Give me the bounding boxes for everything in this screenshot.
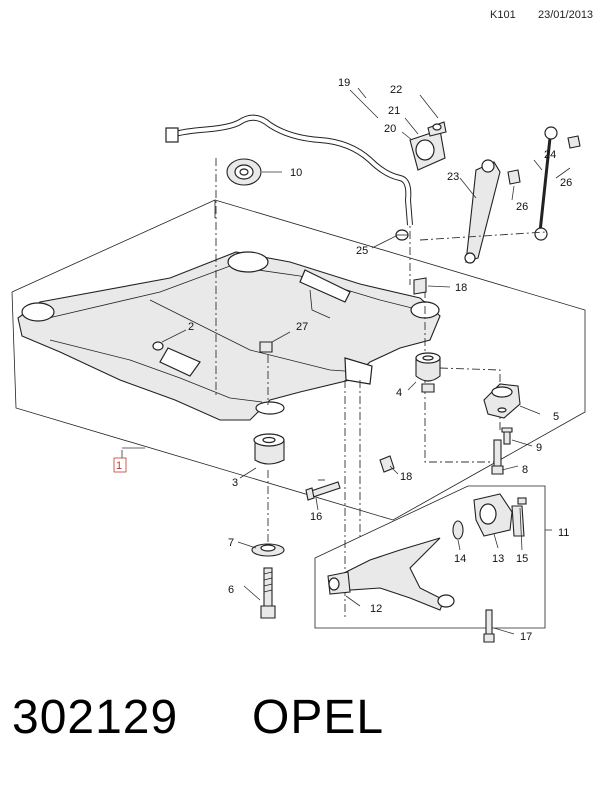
callout-2: 2 [188,321,194,333]
callout-27: 27 [296,321,308,333]
bolt [260,567,276,619]
mounting-bracket [483,383,521,419]
callout-23: 23 [447,171,459,183]
control-arm-frame-line [314,485,546,629]
control-arm-rear-bushing [473,493,525,537]
stabilizer-bushing [409,121,447,171]
washer [452,520,464,540]
callout-20: 20 [384,123,396,135]
brand-name: OPEL [252,691,385,744]
control-arm-bushing [415,352,441,393]
stabilizer-bushing-round [226,158,262,186]
bolt [305,481,341,501]
callout-17: 17 [520,631,532,643]
diagram-code: K101 [490,9,516,21]
nut [507,169,521,185]
callout-18-upper: 18 [455,282,467,294]
callout-14: 14 [454,553,466,565]
clip [152,341,164,351]
callout-11: 11 [558,527,569,539]
callout-1: 1 [116,460,122,472]
callout-12: 12 [370,603,382,615]
nut [413,277,427,295]
callout-24: 24 [544,149,556,161]
callout-9: 9 [536,442,542,454]
diagram-date: 23/01/2013 [538,9,594,21]
part-number: 302129 [12,691,179,744]
bolt [491,439,504,475]
washer [251,543,285,557]
callout-18-lower: 18 [400,471,412,483]
callout-box [113,457,127,473]
nut [567,135,581,149]
callout-13: 13 [492,553,504,565]
subframe-frame-line [11,199,586,521]
callout-6: 6 [228,584,234,596]
callout-26-right: 26 [560,177,572,189]
callout-21: 21 [388,105,400,117]
clip [259,341,273,353]
callout-4: 4 [396,387,402,399]
callout-3: 3 [232,477,238,489]
stabilizer-link-rod [534,126,558,241]
callout-19: 19 [338,77,350,89]
callout-8: 8 [522,464,528,476]
callout-5: 5 [553,411,559,423]
stabilizer-bar [165,114,413,226]
callout-16: 16 [310,511,322,523]
callout-7: 7 [228,537,234,549]
callout-15: 15 [516,553,528,565]
clip [395,229,409,241]
bolt [517,497,527,505]
callout-22: 22 [390,84,402,96]
bolt [501,427,513,445]
bolt [483,609,495,643]
front-subframe [17,251,441,421]
callout-25: 25 [356,245,368,257]
callout-26-left: 26 [516,201,528,213]
nut [379,455,395,473]
stabilizer-link [464,159,501,264]
lower-control-arm [327,537,455,611]
subframe-bushing [253,401,285,465]
callout-10: 10 [290,167,302,179]
